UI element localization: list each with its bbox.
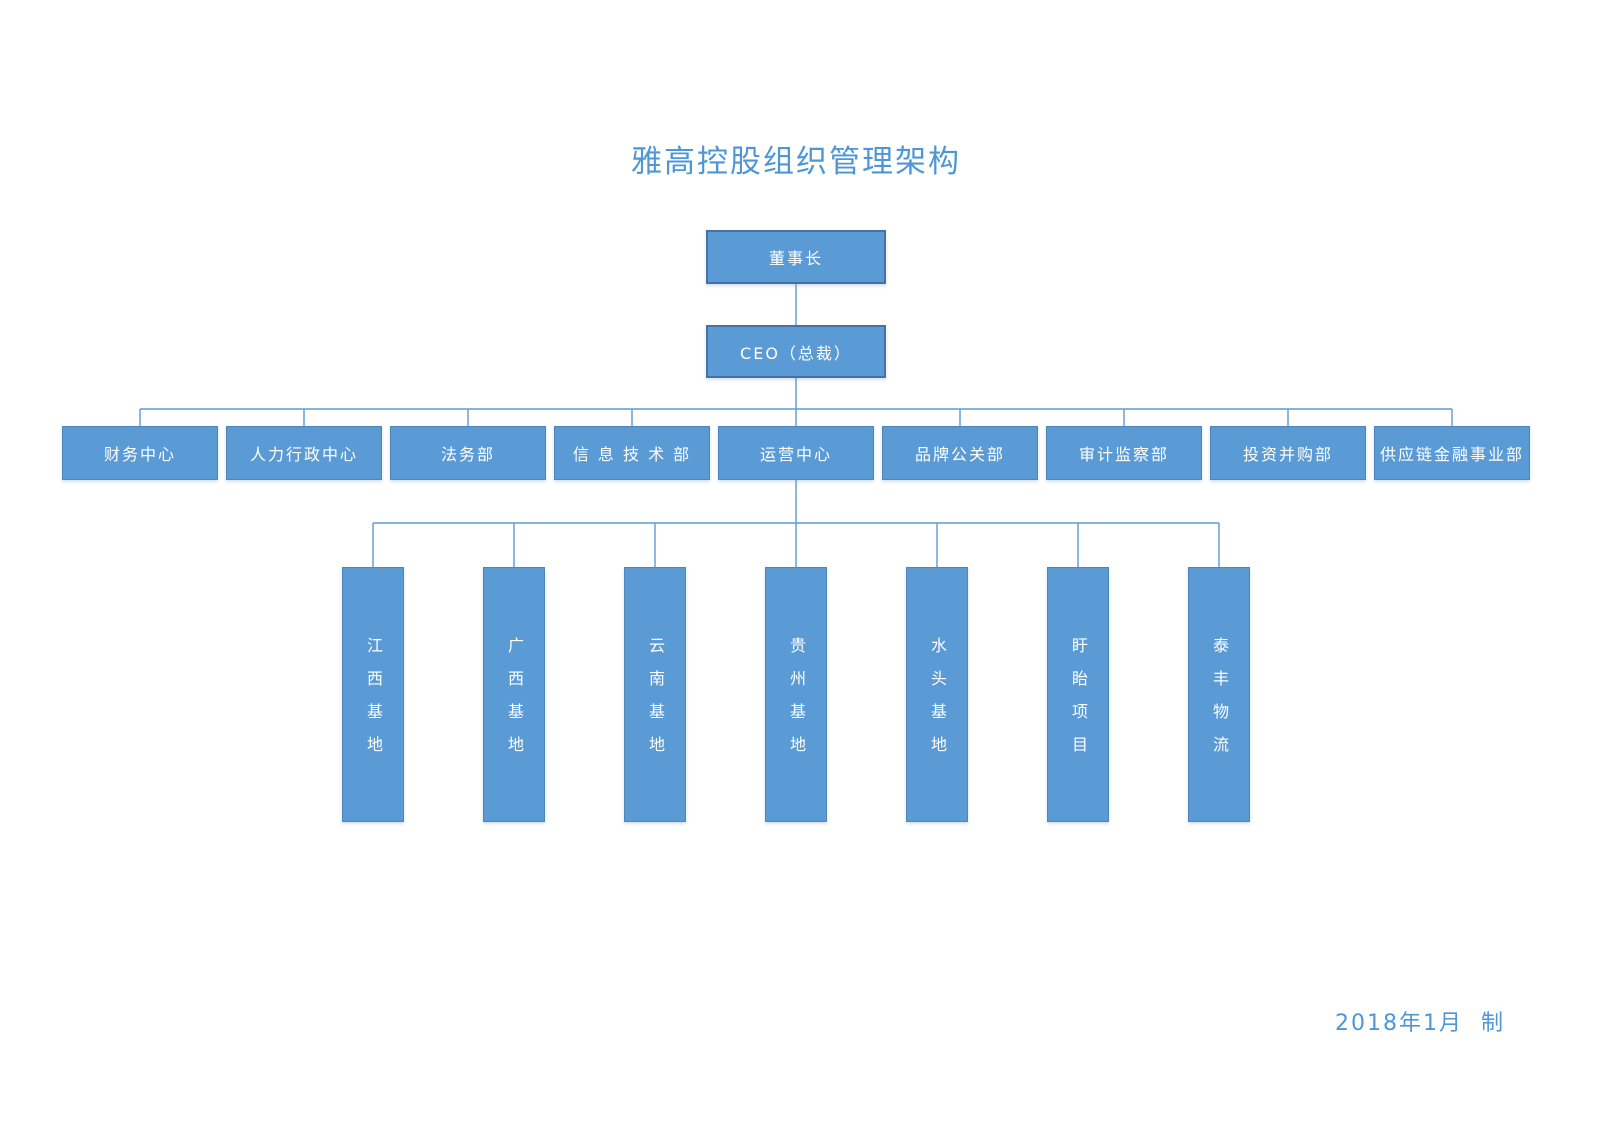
unit-node-shuitou-base: 水头基地 bbox=[906, 567, 968, 822]
dept-node-audit-supervision-dept: 审计监察部 bbox=[1046, 426, 1202, 480]
unit-node-yunnan-base: 云南基地 bbox=[624, 567, 686, 822]
node-label: 信 息 技 术 部 bbox=[572, 445, 692, 464]
dept-node-hr-admin-center: 人力行政中心 bbox=[226, 426, 382, 480]
footer-date: 2018年1月 制 bbox=[1335, 1011, 1505, 1036]
node-label: CEO（总裁） bbox=[740, 343, 852, 363]
node-label: 董事长 bbox=[768, 249, 823, 268]
dept-node-supply-chain-finance-dept: 供应链金融事业部 bbox=[1374, 426, 1530, 480]
node-label: 泰丰物流 bbox=[1210, 637, 1229, 769]
dept-node-finance-center: 财务中心 bbox=[62, 426, 218, 480]
node-label: 运营中心 bbox=[759, 445, 832, 464]
node-label: 审计监察部 bbox=[1078, 445, 1169, 464]
node-label: 贵州基地 bbox=[787, 637, 806, 769]
unit-node-guangxi-base: 广西基地 bbox=[483, 567, 545, 822]
node-label: 投资并购部 bbox=[1242, 445, 1333, 464]
unit-node-xuyi-project: 盱眙项目 bbox=[1047, 567, 1109, 822]
node-chairman: 董事长 bbox=[706, 230, 886, 284]
dept-node-operations-center: 运营中心 bbox=[718, 426, 874, 480]
node-label: 云南基地 bbox=[646, 637, 665, 769]
unit-node-guizhou-base: 贵州基地 bbox=[765, 567, 827, 822]
unit-node-taifeng-logistics: 泰丰物流 bbox=[1188, 567, 1250, 822]
node-label: 广西基地 bbox=[505, 637, 524, 769]
dept-node-brand-pr-dept: 品牌公关部 bbox=[882, 426, 1038, 480]
department-row: 财务中心 人力行政中心 法务部 信 息 技 术 部 运营中心 品牌公关部 审计监… bbox=[62, 426, 1530, 480]
dept-node-legal-dept: 法务部 bbox=[390, 426, 546, 480]
dept-node-it-dept: 信 息 技 术 部 bbox=[554, 426, 710, 480]
node-label: 盱眙项目 bbox=[1069, 637, 1088, 769]
page-title: 雅高控股组织管理架构 bbox=[631, 144, 961, 180]
unit-node-jiangxi-base: 江西基地 bbox=[342, 567, 404, 822]
node-label: 品牌公关部 bbox=[914, 445, 1005, 464]
node-ceo: CEO（总裁） bbox=[706, 325, 886, 378]
dept-node-investment-ma-dept: 投资并购部 bbox=[1210, 426, 1366, 480]
operation-units-row: 江西基地 广西基地 云南基地 贵州基地 水头基地 盱眙项目 泰丰物流 bbox=[342, 567, 1250, 822]
node-label: 财务中心 bbox=[103, 445, 176, 464]
node-label: 江西基地 bbox=[364, 637, 383, 769]
node-label: 法务部 bbox=[440, 445, 495, 464]
node-label: 水头基地 bbox=[928, 637, 947, 769]
node-label: 供应链金融事业部 bbox=[1379, 445, 1524, 464]
node-label: 人力行政中心 bbox=[249, 445, 358, 464]
